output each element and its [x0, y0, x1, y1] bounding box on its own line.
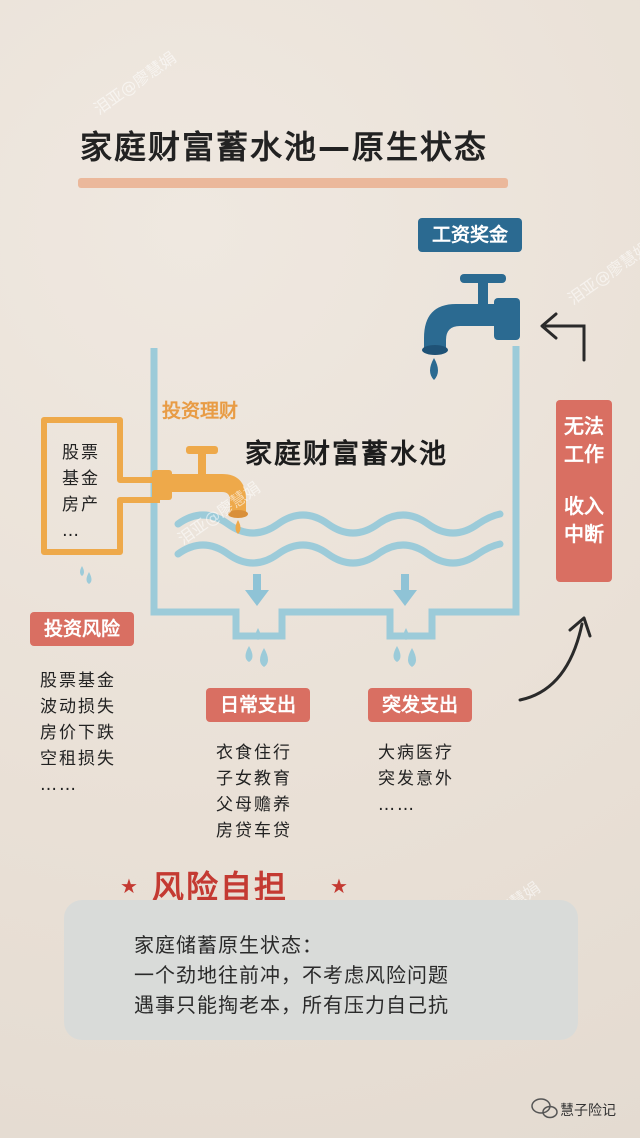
pool-title: 家庭财富蓄水池 — [245, 439, 448, 470]
invest-assets-list: 股票 基金 房产 … — [62, 440, 100, 544]
down-arrow-icon — [245, 574, 417, 606]
list-item: 房贷车贷 — [216, 821, 292, 841]
water-wave-bottom — [174, 540, 504, 567]
star-icon: ★ — [330, 874, 348, 898]
list-item: 父母赡养 — [216, 795, 292, 815]
orange-faucet-icon — [152, 446, 248, 534]
invest-risk-tag: 投资风险 — [30, 612, 134, 646]
page-title: 家庭财富蓄水池—原生状态 — [80, 128, 489, 166]
list-item: … — [62, 521, 81, 541]
star-icon: ★ — [120, 874, 138, 898]
list-item: 基金 — [62, 469, 100, 489]
risk-summary-box — [64, 900, 578, 1040]
risk-summary-text: 家庭储蓄原生状态： 一个劲地往前冲，不考虑风险问题 遇事只能掏老本，所有压力自己… — [134, 933, 449, 1017]
invest-frame — [41, 417, 160, 555]
wechat-icon — [531, 1098, 558, 1119]
list-item: 子女教育 — [216, 769, 292, 789]
water-wave-top — [174, 510, 504, 537]
list-item: 突发意外 — [378, 769, 454, 789]
list-item: 房价下跌 — [40, 723, 116, 743]
list-item: 空租损失 — [40, 749, 116, 769]
invest-risk-list: 股票基金 波动损失 房价下跌 空租损失 …… — [40, 668, 116, 798]
daily-expense-list: 衣食住行 子女教育 父母赡养 房贷车贷 — [216, 740, 292, 844]
curved-arrow-icon — [518, 622, 584, 702]
list-item: 大病医疗 — [378, 743, 454, 763]
water-drop-icon — [80, 566, 416, 667]
blue-faucet-icon — [422, 274, 520, 380]
list-item: 衣食住行 — [216, 743, 292, 763]
invest-label: 投资理财 — [162, 400, 239, 422]
list-item: …… — [40, 775, 78, 795]
return-arrow-icon — [544, 324, 586, 362]
list-item: 股票基金 — [40, 671, 116, 691]
list-item: 房产 — [62, 495, 100, 515]
pool-wall — [150, 346, 520, 640]
salary-tag: 工资奖金 — [418, 218, 522, 252]
title-underline — [78, 178, 508, 188]
sudden-expense-tag: 突发支出 — [368, 688, 472, 722]
risk-title: 风险自担 — [152, 868, 289, 906]
sudden-expense-list: 大病医疗 突发意外 …… — [378, 740, 454, 818]
list-item: 股票 — [62, 443, 100, 463]
list-item: 波动损失 — [40, 697, 116, 717]
daily-expense-tag: 日常支出 — [206, 688, 310, 722]
income-stop-tag: 无法 工作 收入 中断 — [556, 400, 612, 582]
list-item: …… — [378, 795, 416, 815]
footer-brand: 慧子险记 — [560, 1103, 616, 1119]
